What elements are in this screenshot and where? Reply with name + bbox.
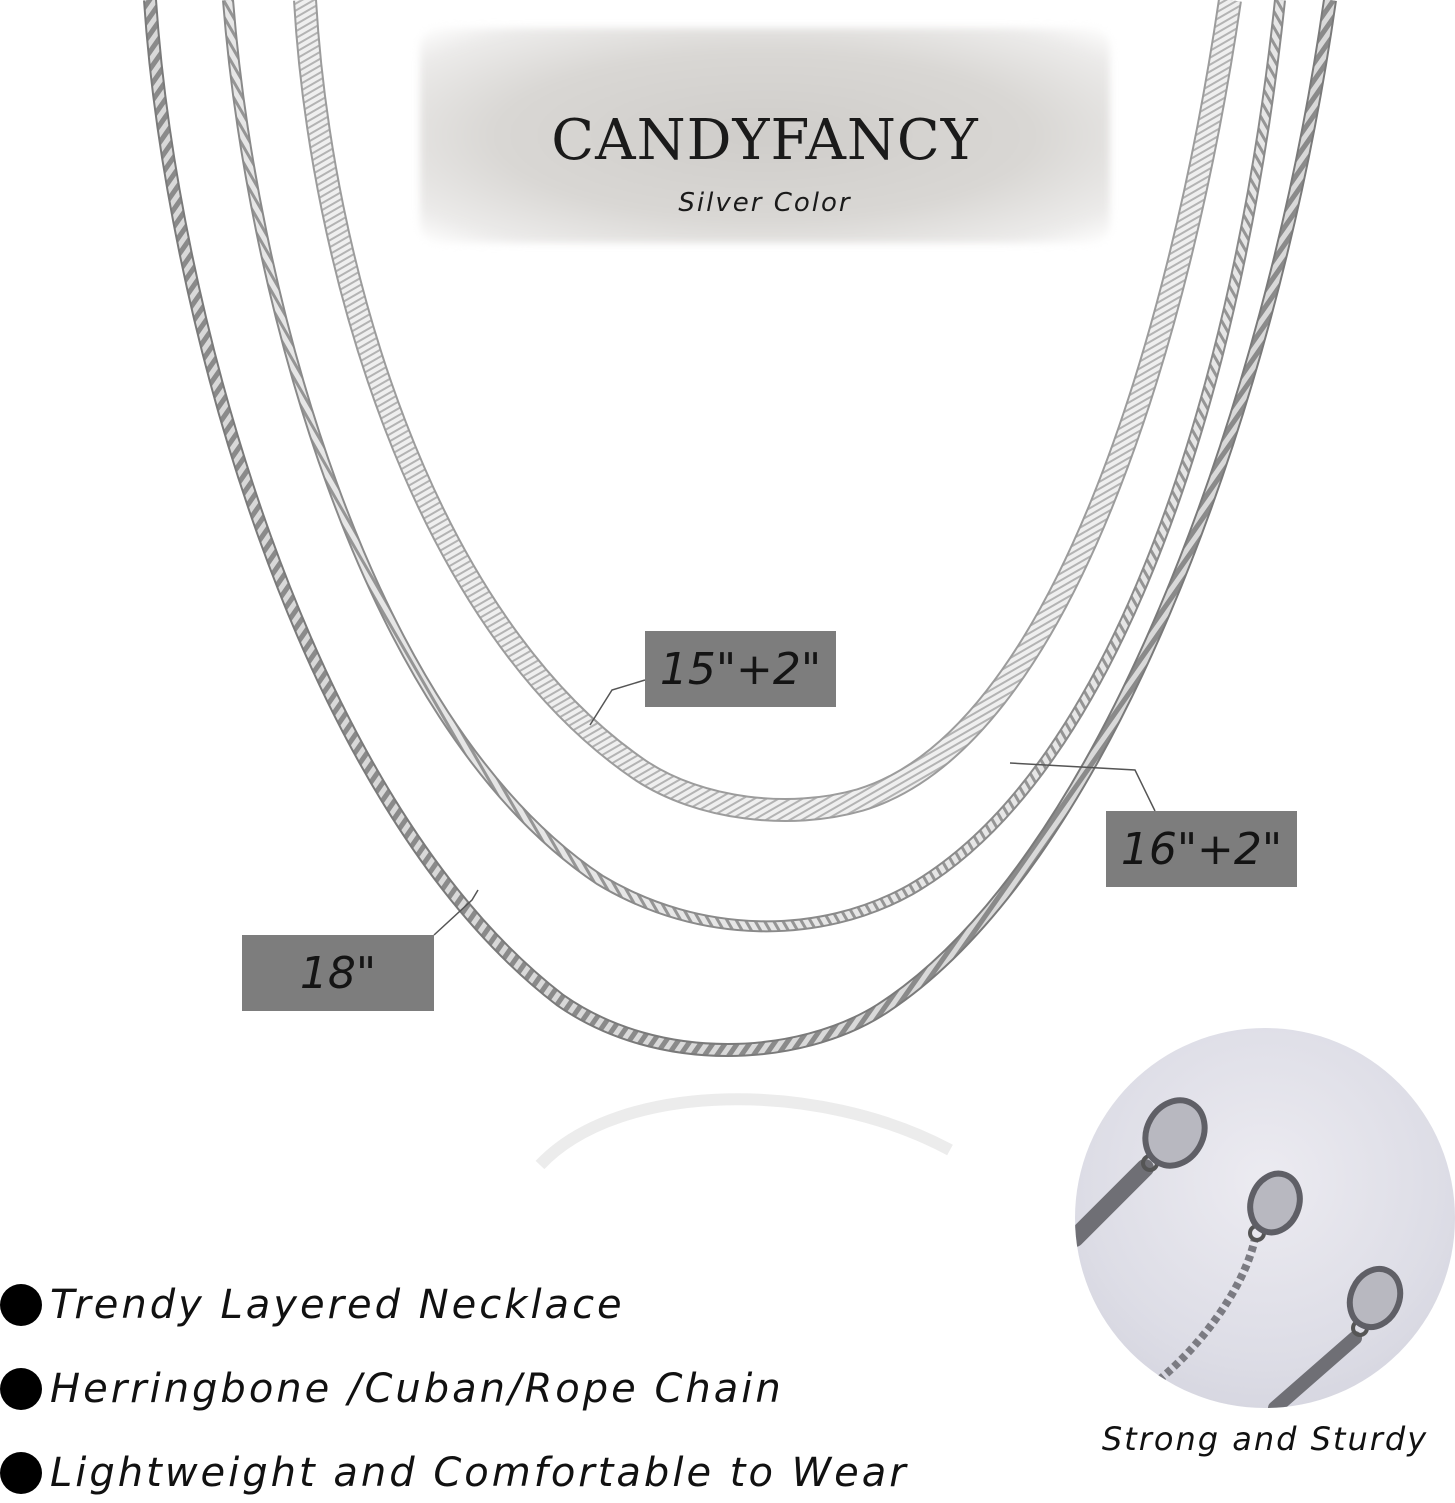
brand-banner: CANDYFANCY Silver Color	[420, 28, 1110, 243]
length-tag-cuban: 16"+2"	[1106, 811, 1297, 887]
feature-item: Lightweight and Comfortable to Wear	[0, 1443, 1000, 1503]
lobster-clasp-icon	[1075, 1097, 1404, 1408]
length-tag-herringbone: 15"+2"	[645, 631, 836, 707]
chain-reflection	[535, 1093, 953, 1170]
feature-item: Herringbone /Cuban/Rope Chain	[0, 1359, 1000, 1419]
feature-item: Trendy Layered Necklace	[0, 1275, 1000, 1335]
brand-banner-texture	[420, 28, 1110, 243]
brand-name: CANDYFANCY	[551, 108, 979, 173]
clasp-closeup	[1075, 1028, 1455, 1408]
length-tag-rope: 18"	[242, 935, 434, 1011]
bullet-icon	[0, 1368, 42, 1410]
feature-text: Lightweight and Comfortable to Wear	[50, 1450, 909, 1496]
leader-line-15	[589, 679, 646, 726]
bullet-icon	[0, 1284, 42, 1326]
leader-line-16	[1009, 762, 1156, 812]
feature-text: Herringbone /Cuban/Rope Chain	[50, 1366, 784, 1412]
feature-text: Trendy Layered Necklace	[50, 1282, 625, 1328]
leader-line-18	[433, 889, 479, 936]
bullet-icon	[0, 1452, 42, 1494]
clasp-caption: Strong and Sturdy	[1101, 1420, 1429, 1458]
color-label: Silver Color	[678, 188, 852, 218]
